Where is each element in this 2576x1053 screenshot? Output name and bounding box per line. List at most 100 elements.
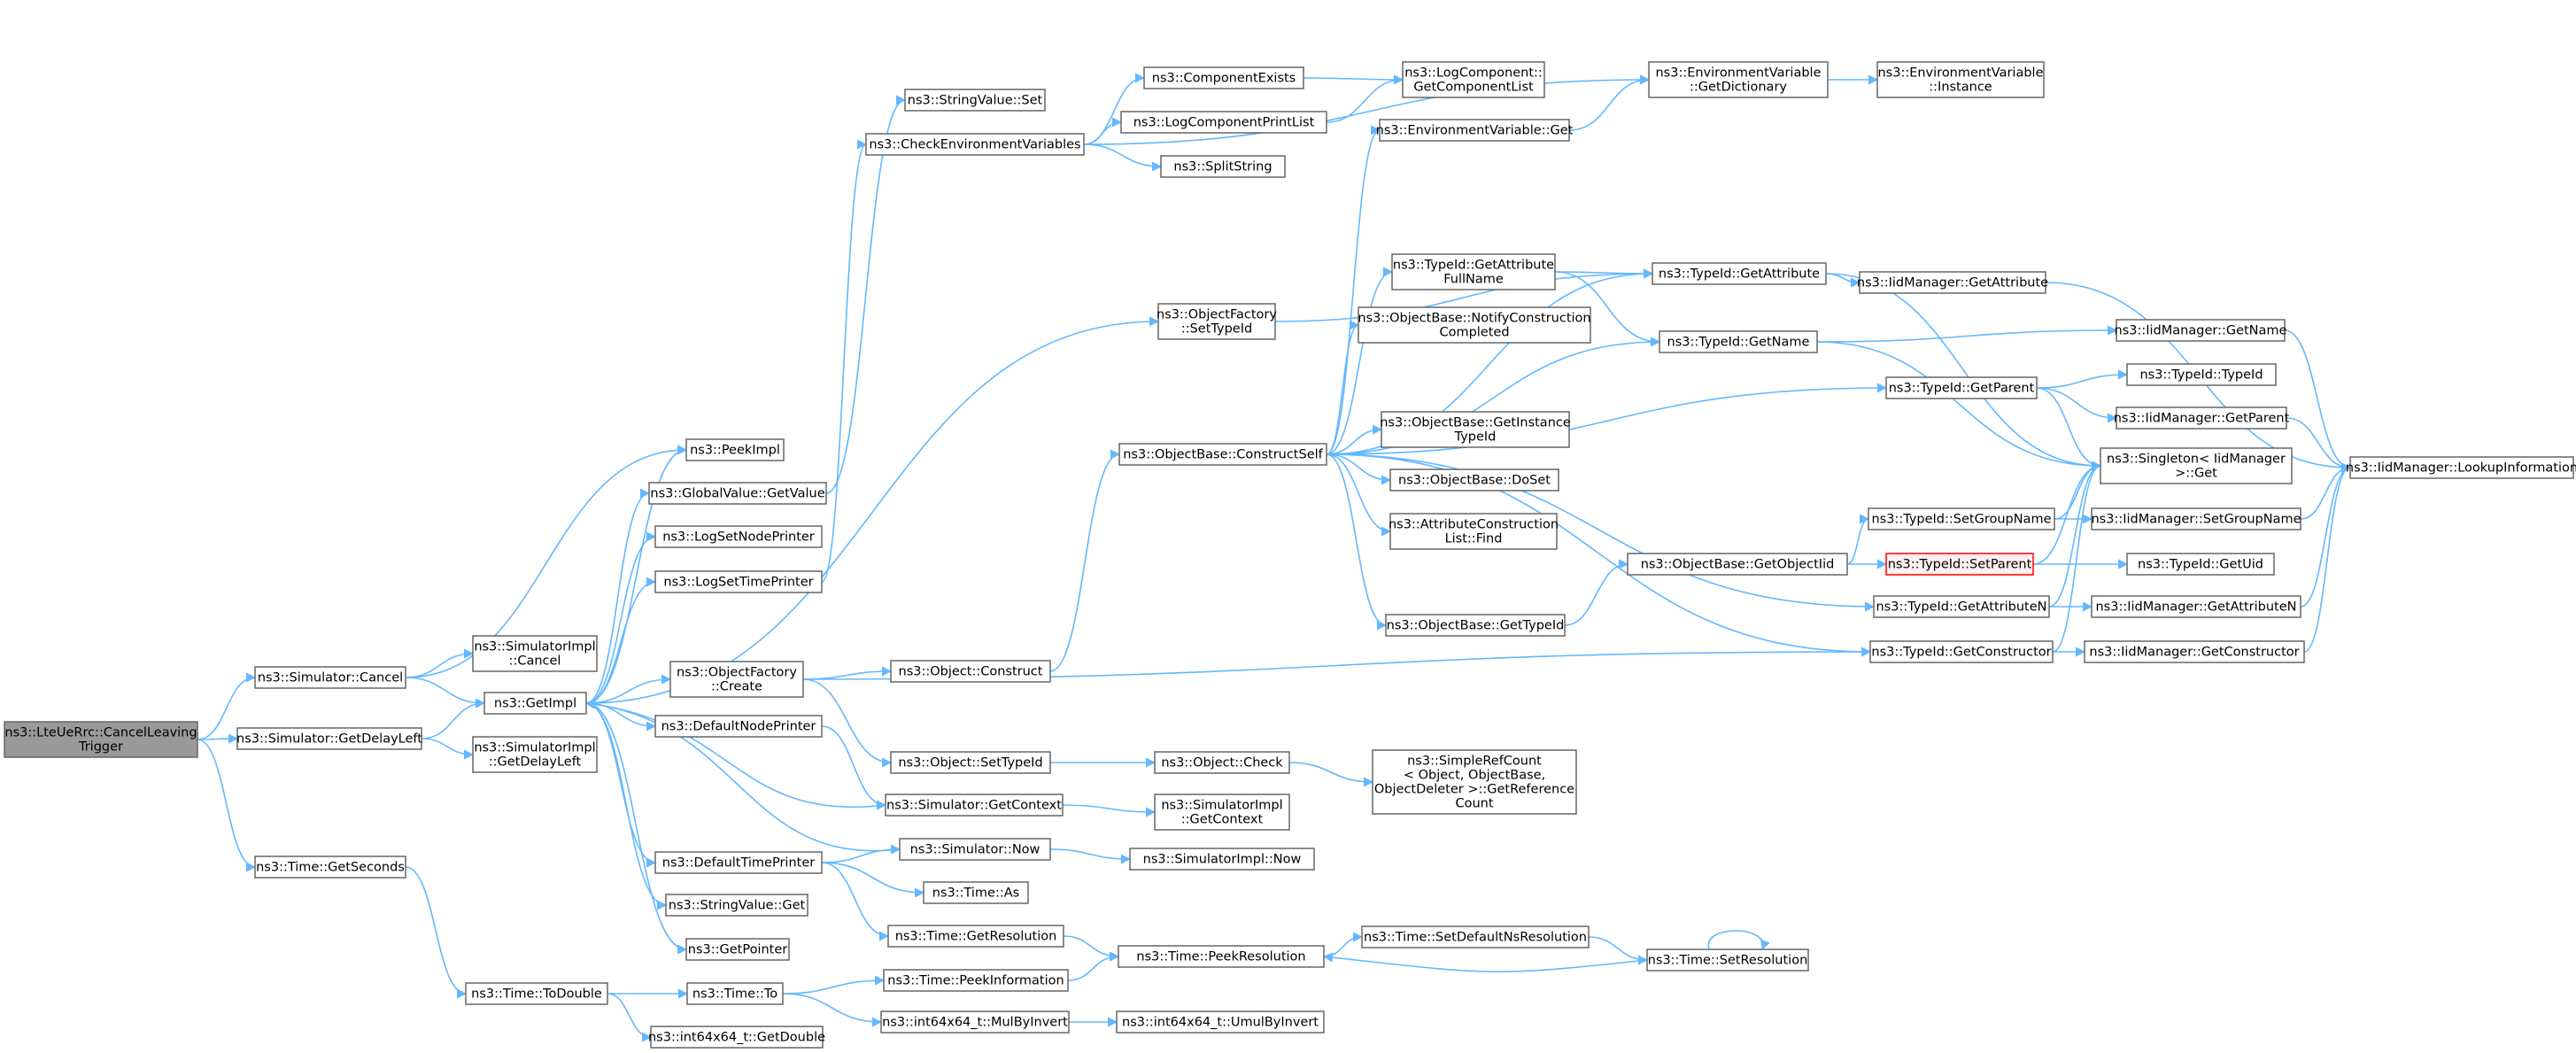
node-ob_constructself[interactable]: ns3::ObjectBase::ConstructSelf [1118,443,1327,466]
node-envvar_getdict[interactable]: ns3::EnvironmentVariable::GetDictionary [1648,61,1829,98]
node-simimpl_now[interactable]: ns3::SimulatorImpl::Now [1129,848,1315,871]
node-simimpl_cancel[interactable]: ns3::SimulatorImpl::Cancel [472,635,598,672]
node-label: ::Cancel [509,654,561,668]
node-getimpl[interactable]: ns3::GetImpl [483,692,587,715]
edge-time_setdefres-to-time_setres [1588,936,1649,965]
node-label: Completed [1439,325,1509,339]
node-label: ::GetDelayLeft [489,755,582,769]
edge-tid_getname-to-iid_getname [1816,325,2118,343]
node-defnode[interactable]: ns3::DefaultNodePrinter [654,715,823,738]
node-tid_getparent[interactable]: ns3::TypeId::GetParent [1885,376,2038,399]
node-iid_getparent[interactable]: ns3::IidManager::GetParent [2114,406,2290,430]
node-time_todouble[interactable]: ns3::Time::ToDouble [465,982,608,1005]
node-singleton_get[interactable]: ns3::Singleton< IidManager>::Get [2100,447,2293,484]
node-objfac_create[interactable]: ns3::ObjectFactory::Create [669,661,804,698]
node-tid_getctor[interactable]: ns3::TypeId::GetConstructor [1869,640,2054,663]
node-simimpl_getctx[interactable]: ns3::SimulatorImpl::GetContext [1154,794,1290,831]
node-time_setres[interactable]: ns3::Time::SetResolution [1646,948,1809,972]
edge-tid_getattrfull-to-tid_getname [1554,271,1661,347]
node-tid_getattr[interactable]: ns3::TypeId::GetAttribute [1652,262,1827,285]
node-label: ns3::TypeId::GetUid [2138,557,2263,571]
node-time_to[interactable]: ns3::Time::To [686,982,784,1005]
node-label: ns3::Object::Construct [899,664,1043,678]
node-time_setdefres[interactable]: ns3::Time::SetDefaultNsResolution [1361,925,1590,948]
node-logcompprint[interactable]: ns3::LogComponentPrintList [1120,111,1327,134]
node-tid_getuid[interactable]: ns3::TypeId::GetUid [2126,553,2275,576]
node-peekimpl[interactable]: ns3::PeekImpl [685,438,785,461]
node-sim_now[interactable]: ns3::Simulator::Now [899,838,1051,861]
node-box [483,692,587,715]
node-obj_check[interactable]: ns3::Object::Check [1154,751,1290,774]
node-comp_exists[interactable]: ns3::ComponentExists [1143,66,1304,89]
node-gv_getvalue[interactable]: ns3::GlobalValue::GetValue [648,482,827,505]
node-box [890,660,1051,683]
node-simimpl_delay[interactable]: ns3::SimulatorImpl::GetDelayLeft [472,736,598,773]
node-ob_doset[interactable]: ns3::ObjectBase::DoSet [1389,468,1559,492]
node-time_sec[interactable]: ns3::Time::GetSeconds [254,856,406,879]
node-label: ns3::Time::GetSeconds [256,860,405,874]
node-envvar_get[interactable]: ns3::EnvironmentVariable::Get [1376,119,1574,142]
node-tid_getattrn[interactable]: ns3::TypeId::GetAttributeN [1873,595,2050,618]
node-logcomp_getlist[interactable]: ns3::LogComponent::GetComponentList [1402,61,1545,98]
node-iid_getattrn[interactable]: ns3::IidManager::GetAttributeN [2091,595,2301,618]
node-tid_setgroup[interactable]: ns3::TypeId::SetGroupName [1868,507,2055,530]
node-label: ns3::IidManager::SetGroupName [2091,512,2301,526]
node-splitstring[interactable]: ns3::SplitString [1160,155,1286,178]
node-label: ns3::IidManager::GetConstructor [2089,645,2299,659]
node-sv_set[interactable]: ns3::StringValue::Set [904,89,1046,112]
node-getpointer[interactable]: ns3::GetPointer [685,938,790,961]
node-label: ns3::EnvironmentVariable::Get [1376,123,1574,137]
node-time_peekinfo[interactable]: ns3::Time::PeekInformation [883,969,1069,992]
node-box [2116,319,2286,342]
node-tid_typeid[interactable]: ns3::TypeId::TypeId [2126,363,2277,386]
node-time_as[interactable]: ns3::Time::As [923,881,1029,904]
node-sim_cancel[interactable]: ns3::Simulator::Cancel [254,666,406,689]
node-tid_setparent[interactable]: ns3::TypeId::SetParent [1885,553,2034,576]
node-sim_getctx[interactable]: ns3::Simulator::GetContext [885,794,1064,817]
node-label: ::SetTypeId [1181,321,1252,336]
node-i64_mulbyinv[interactable]: ns3::int64x64_t::MulByInvert [880,1010,1070,1034]
node-logsetnode[interactable]: ns3::LogSetNodePrinter [654,525,823,548]
edge-sim_delay-to-simimpl_delay [421,738,475,760]
node-iid_lookup[interactable]: ns3::IidManager::LookupInformation [2346,456,2576,479]
node-deftime[interactable]: ns3::DefaultTimePrinter [654,851,823,874]
node-iid_getattr[interactable]: ns3::IidManager::GetAttribute [1857,271,2048,294]
node-obj_settype[interactable]: ns3::Object::SetTypeId [890,751,1051,774]
node-box [1389,468,1559,492]
node-label: ns3::ObjectFactory [677,665,797,679]
node-sim_delay[interactable]: ns3::Simulator::GetDelayLeft [236,727,422,750]
edge-tid_getname-to-singleton_get [1816,341,2102,471]
node-time_getres[interactable]: ns3::Time::GetResolution [887,925,1064,948]
node-box [2100,447,2293,484]
node-box [654,851,823,874]
node-ob_gettypeid[interactable]: ns3::ObjectBase::GetTypeId [1385,614,1566,637]
node-box [923,881,1029,904]
edge-tid_getattrn-to-singleton_get [2048,461,2102,608]
node-obj_construct[interactable]: ns3::Object::Construct [890,660,1051,683]
node-i64_umulbyinv[interactable]: ns3::int64x64_t::UmulByInvert [1116,1010,1325,1034]
node-label: ns3::Simulator::Now [910,842,1040,856]
node-tid_getname[interactable]: ns3::TypeId::GetName [1659,330,1818,353]
node-sv_get[interactable]: ns3::StringValue::Get [665,894,808,917]
node-iid_getname[interactable]: ns3::IidManager::GetName [2115,319,2287,342]
node-iid_getctor[interactable]: ns3::IidManager::GetConstructor [2084,640,2305,663]
node-ob_getobjtid[interactable]: ns3::ObjectBase::GetObjectIid [1627,553,1848,576]
node-box [472,635,598,672]
edge-time_sec-to-time_todouble [405,866,468,999]
node-label: ns3::TypeId::GetParent [1889,381,2035,395]
node-envvar_inst[interactable]: ns3::EnvironmentVariable::Instance [1876,61,2045,98]
node-logsettime[interactable]: ns3::LogSetTimePrinter [654,570,823,593]
node-ob_notify[interactable]: ns3::ObjectBase::NotifyConstructionCompl… [1358,306,1591,344]
node-i64_getdouble[interactable]: ns3::int64x64_t::GetDouble [648,1026,825,1049]
node-label: ns3::int64x64_t::UmulByInvert [1122,1015,1319,1029]
node-objfac_settype[interactable]: ns3::ObjectFactory::SetTypeId [1156,303,1277,340]
node-src_getref[interactable]: ns3::SimpleRefCount< Object, ObjectBase,… [1372,749,1577,815]
node-iid_setgroup[interactable]: ns3::IidManager::SetGroupName [2091,507,2301,530]
node-box [654,525,823,548]
node-checkenv[interactable]: ns3::CheckEnvironmentVariables [865,133,1085,156]
node-time_peekres[interactable]: ns3::Time::PeekResolution [1118,945,1325,968]
